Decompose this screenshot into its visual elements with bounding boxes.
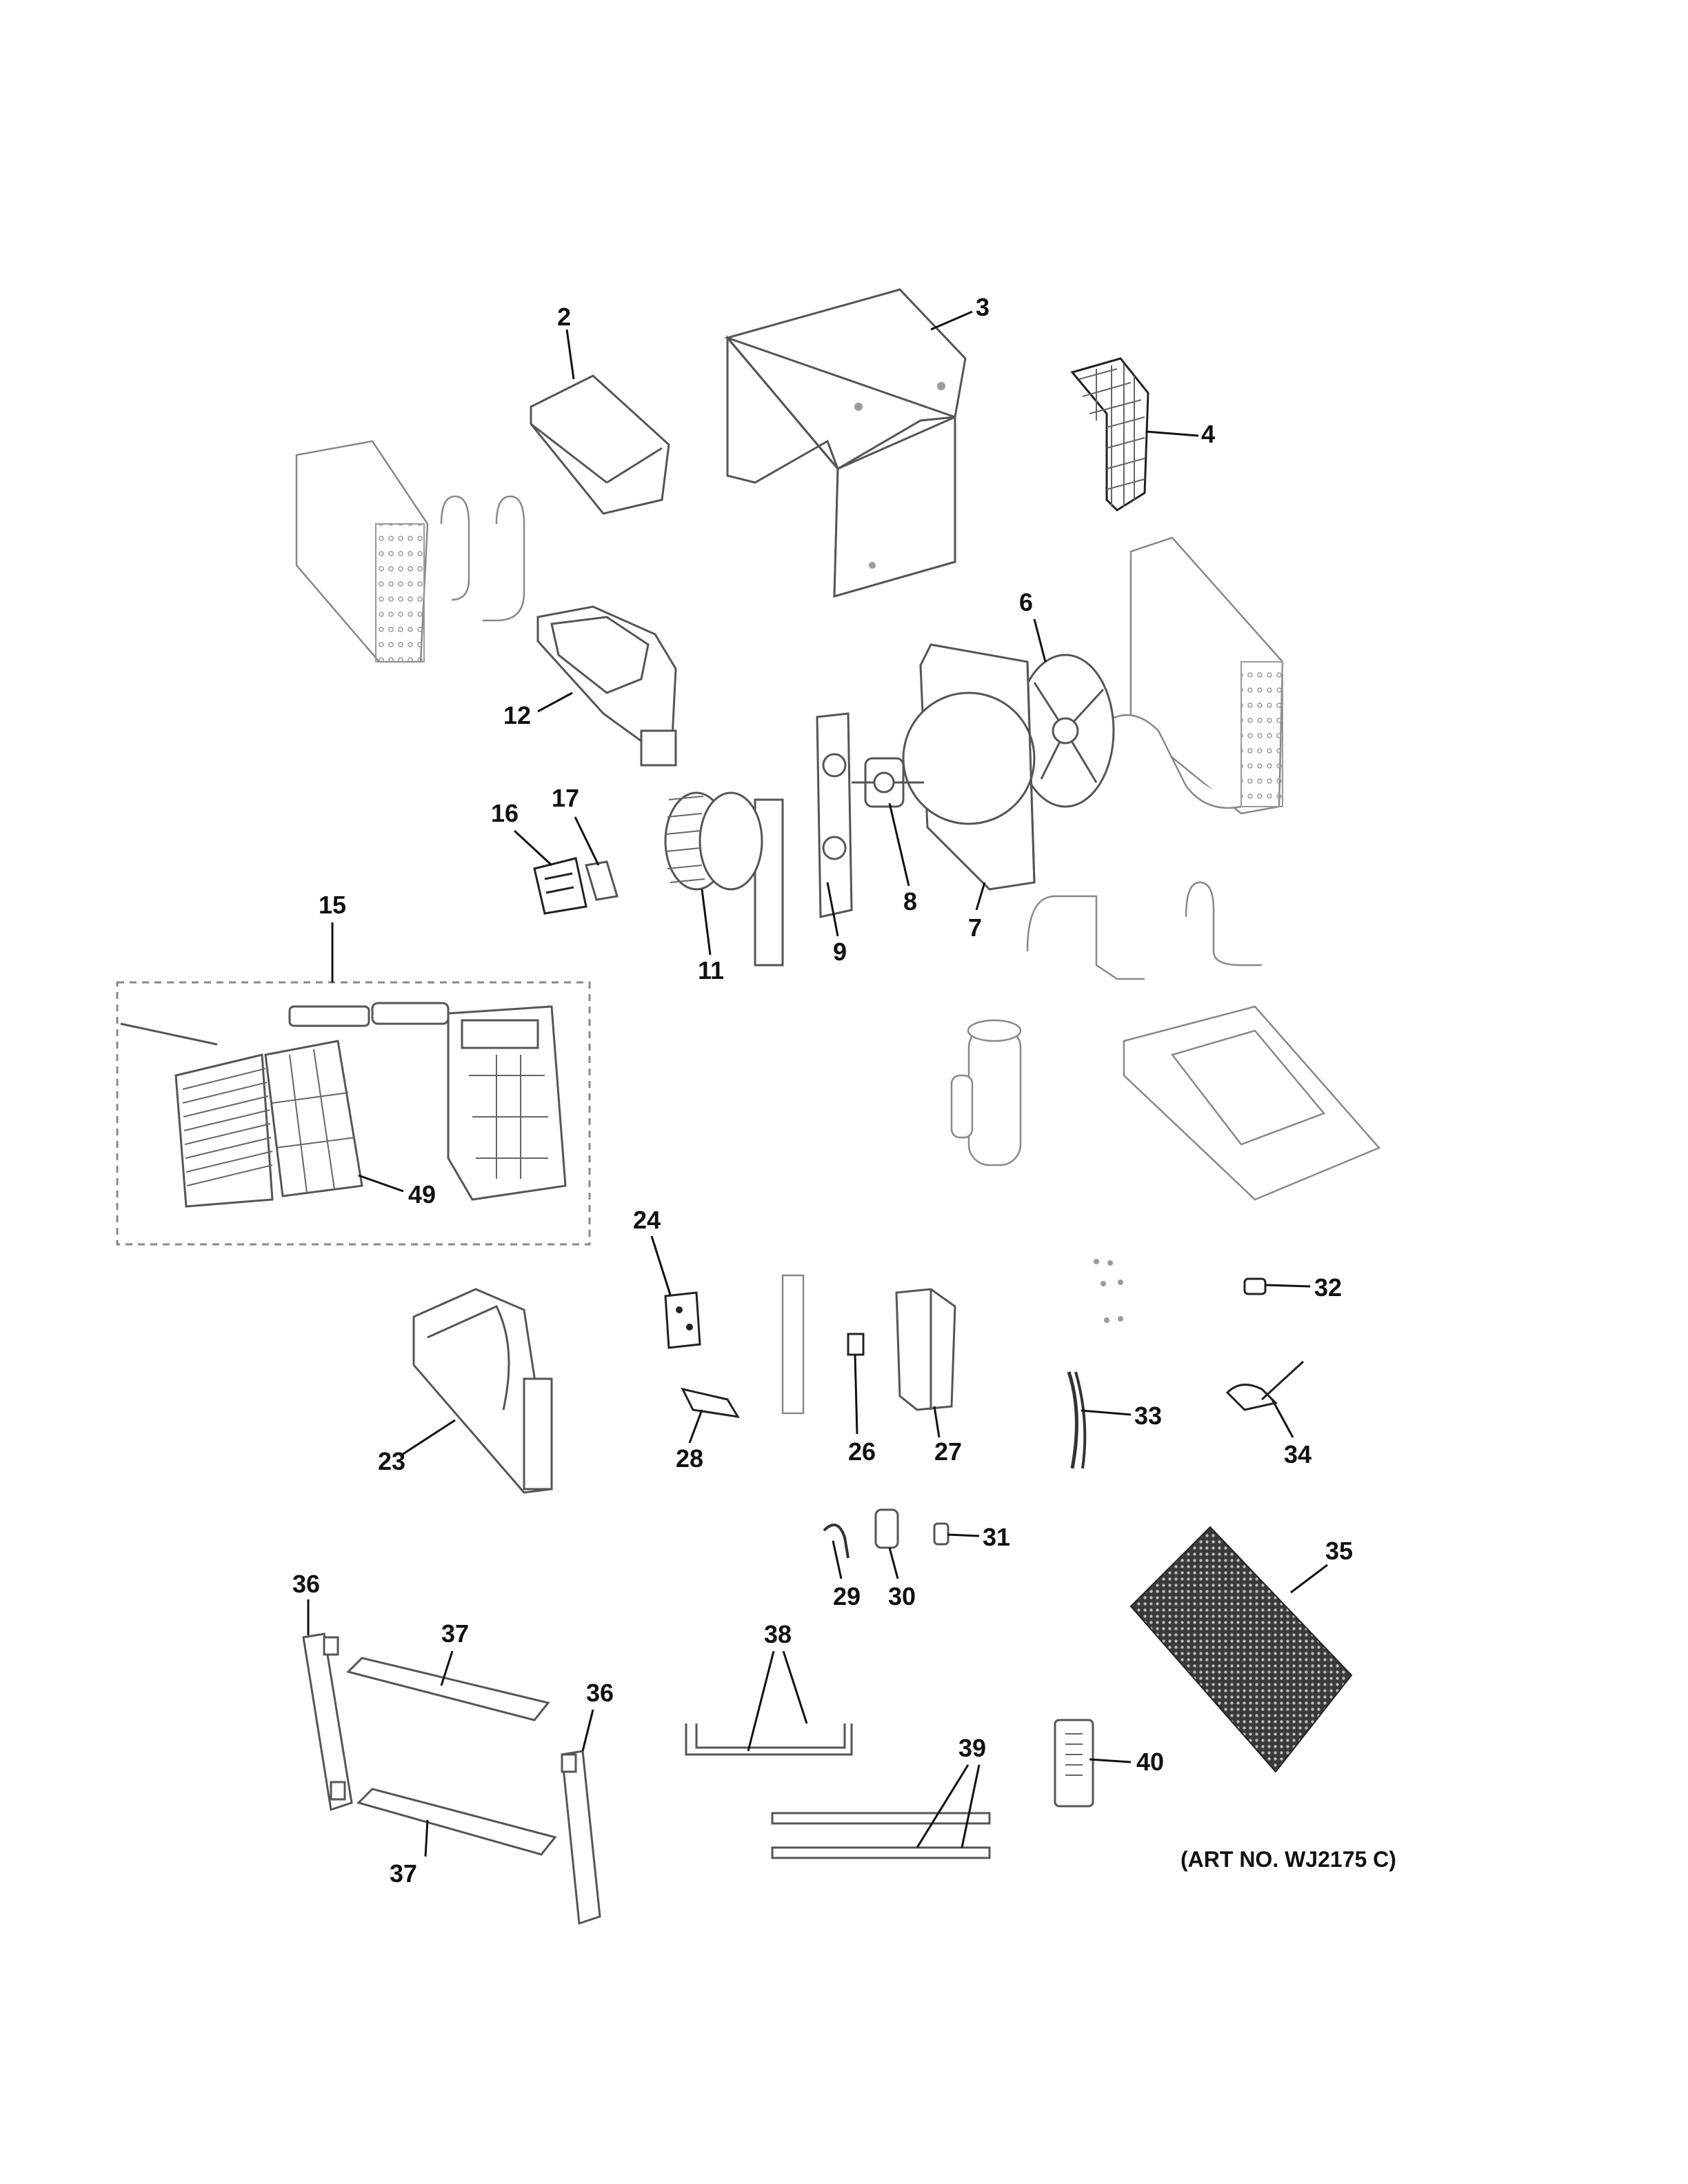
compressor — [950, 1019, 1022, 1166]
callout-38: 38 — [764, 1620, 792, 1648]
callout-49: 49 — [408, 1180, 436, 1209]
part-36-right-curtain-frame — [561, 1750, 601, 1925]
part-15-front-panel-assembly — [116, 981, 591, 1246]
part-39-rails — [771, 1812, 991, 1859]
callout-29: 29 — [833, 1582, 861, 1610]
callout-labels: 2 3 4 6 7 8 9 11 12 15 16 17 23 24 26 27… — [292, 293, 1396, 1888]
part-26-relay — [847, 1333, 865, 1356]
callout-27: 27 — [934, 1437, 962, 1466]
callout-16: 16 — [491, 799, 519, 827]
callout-36-left: 36 — [292, 1570, 320, 1598]
callout-33: 33 — [1134, 1402, 1162, 1430]
part-33-power-cord — [1067, 1371, 1087, 1469]
part-2-top-cover — [530, 374, 670, 515]
evaporator-coil — [295, 440, 525, 663]
part-32-clamp — [1243, 1277, 1267, 1295]
part-11-blower-wheel — [664, 791, 763, 891]
callout-36-right: 36 — [586, 1679, 614, 1707]
callout-39: 39 — [958, 1734, 986, 1762]
electrical-strip — [781, 1274, 805, 1415]
callout-34: 34 — [1284, 1440, 1312, 1468]
part-7-fan-shroud — [902, 643, 1036, 891]
part-29-clip — [823, 1524, 850, 1559]
callout-2: 2 — [557, 303, 571, 331]
callout-26: 26 — [848, 1437, 876, 1466]
callout-31: 31 — [983, 1523, 1010, 1551]
callout-37-upper: 37 — [441, 1619, 469, 1648]
callout-35: 35 — [1325, 1537, 1353, 1565]
callout-6: 6 — [1019, 588, 1033, 616]
callout-17: 17 — [552, 784, 579, 812]
callout-7: 7 — [968, 913, 982, 942]
callout-40: 40 — [1136, 1748, 1164, 1776]
base-pan — [1123, 1005, 1381, 1201]
part-24-control-board — [664, 1291, 701, 1349]
part-4-rear-grille — [1070, 357, 1149, 512]
screws — [1094, 1259, 1123, 1323]
callout-28: 28 — [676, 1444, 703, 1473]
part-8-fan-motor — [852, 757, 924, 808]
part-16-control-module — [533, 857, 587, 915]
callout-12: 12 — [503, 701, 531, 729]
part-35-filter-mesh — [1129, 1526, 1353, 1773]
part-36-left-curtain-frame — [302, 1632, 353, 1811]
part-30-capacitor — [874, 1508, 899, 1549]
condenser-coil — [1103, 536, 1284, 815]
refrigerant-tubing — [1026, 881, 1262, 980]
leader-lines — [307, 310, 1328, 1857]
part-27-control-box — [895, 1288, 956, 1411]
art-number: (ART NO. WJ2175 C) — [1180, 1847, 1396, 1872]
part-12-base-pan-upper — [536, 605, 677, 767]
part-37-lower-curtain — [356, 1788, 557, 1856]
part-40-remote-control — [1054, 1719, 1094, 1808]
part-37-upper-curtain — [346, 1657, 550, 1721]
part-34-sensor — [1225, 1360, 1305, 1411]
callout-15: 15 — [319, 891, 346, 919]
part-31-fuse — [933, 1522, 950, 1546]
part-17-seal-plate — [585, 860, 619, 901]
part-28-display-board — [681, 1387, 740, 1418]
callout-23: 23 — [378, 1447, 405, 1475]
callout-37-lower: 37 — [390, 1859, 417, 1888]
callout-11: 11 — [698, 956, 724, 984]
callout-9: 9 — [833, 938, 847, 966]
callout-4: 4 — [1201, 420, 1215, 448]
part-38-frame-bracket — [685, 1723, 853, 1756]
callout-32: 32 — [1314, 1273, 1342, 1302]
callout-24: 24 — [633, 1206, 661, 1234]
callout-8: 8 — [903, 887, 917, 916]
part-3-cabinet — [723, 288, 967, 598]
callout-3: 3 — [976, 293, 989, 321]
callout-30: 30 — [888, 1582, 916, 1610]
part-23-drain-tray — [412, 1288, 553, 1494]
part-9-blower-scroll — [754, 712, 853, 967]
